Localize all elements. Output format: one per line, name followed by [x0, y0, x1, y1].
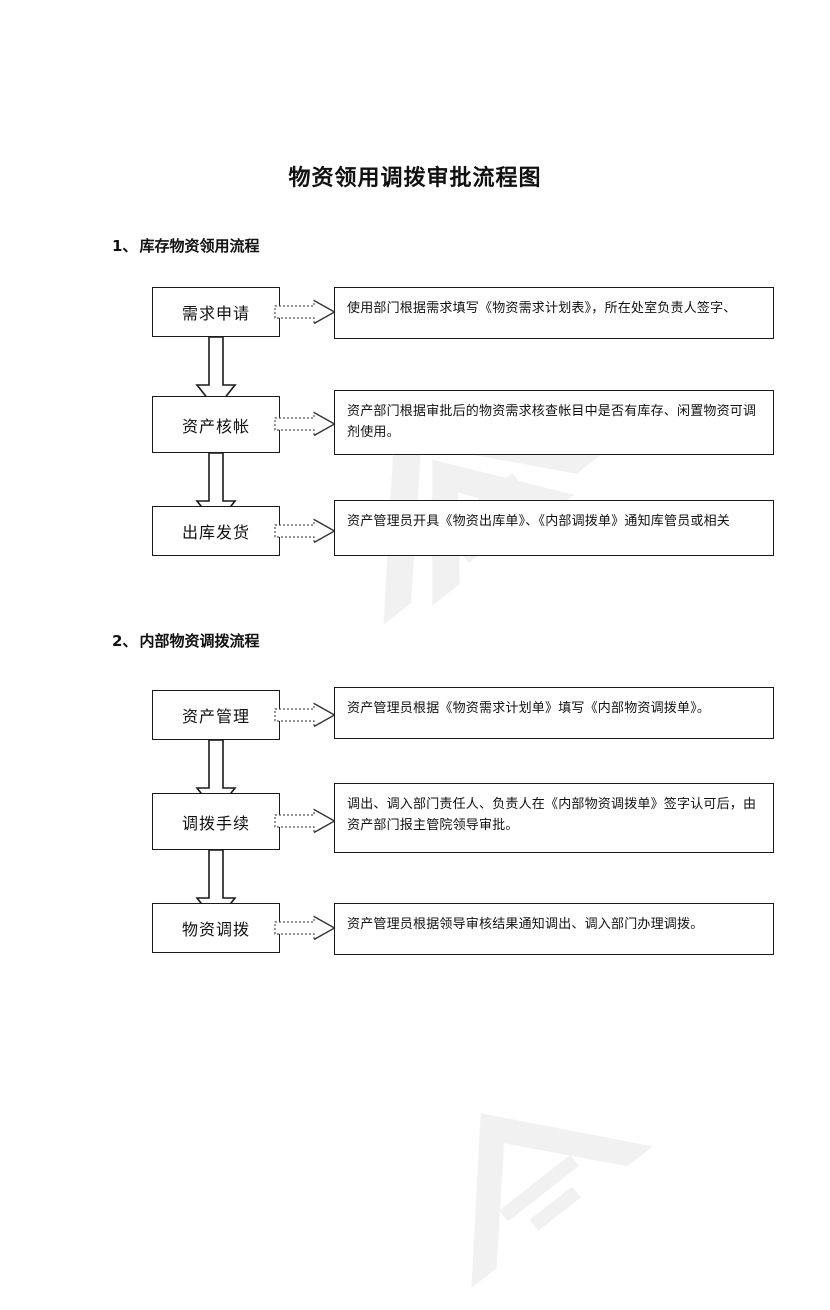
flow-node-2-1[interactable]: 资产管理 — [152, 690, 280, 740]
flow-node-1-1[interactable]: 需求申请 — [152, 287, 280, 337]
flow-description-2-1: 资产管理员根据《物资需求计划单》填写《内部物资调拨单》。 — [334, 687, 774, 739]
arrow-right-2-3 — [274, 915, 336, 941]
flow-description-2-2: 调出、调入部门责任人、负责人在《内部物资调拨单》签字认可后，由资产部门报主管院领… — [334, 783, 774, 853]
section-2-number: 2、 — [112, 632, 138, 650]
arrow-right-2-2 — [274, 808, 336, 834]
flow-description-2-3: 资产管理员根据领导审核结果通知调出、调入部门办理调拨。 — [334, 903, 774, 955]
flow-description-1-3: 资产管理员开具《物资出库单》、《内部调拨单》通知库管员或相关 — [334, 500, 774, 556]
section-1-number: 1、 — [112, 237, 138, 255]
arrow-right-1-3 — [274, 518, 336, 544]
flow-node-1-3[interactable]: 出库发货 — [152, 506, 280, 556]
arrow-right-2-1 — [274, 702, 336, 728]
section-1-label: 库存物资领用流程 — [139, 237, 260, 255]
section-1-heading: 1、库存物资领用流程 — [112, 235, 259, 256]
page-title: 物资领用调拨审批流程图 — [288, 166, 542, 191]
section-2-label: 内部物资调拨流程 — [139, 632, 260, 650]
flow-description-1-1: 使用部门根据需求填写《物资需求计划表》，所在处室负责人签字、 — [334, 287, 774, 339]
flow-node-2-3[interactable]: 物资调拨 — [152, 903, 280, 953]
arrow-right-1-1 — [274, 299, 336, 325]
flow-description-1-2: 资产部门根据审批后的物资需求核查帐目中是否有库存、闲置物资可调剂使用。 — [334, 390, 774, 455]
section-2-heading: 2、内部物资调拨流程 — [112, 630, 259, 651]
flow-node-1-2[interactable]: 资产核帐 — [152, 396, 280, 453]
document-page: 物资领用调拨审批流程图 1、库存物资领用流程 需求申请 使用部门根据需求填写《物… — [112, 166, 774, 955]
flow-node-2-2[interactable]: 调拨手续 — [152, 793, 280, 850]
arrow-right-1-2 — [274, 411, 336, 437]
